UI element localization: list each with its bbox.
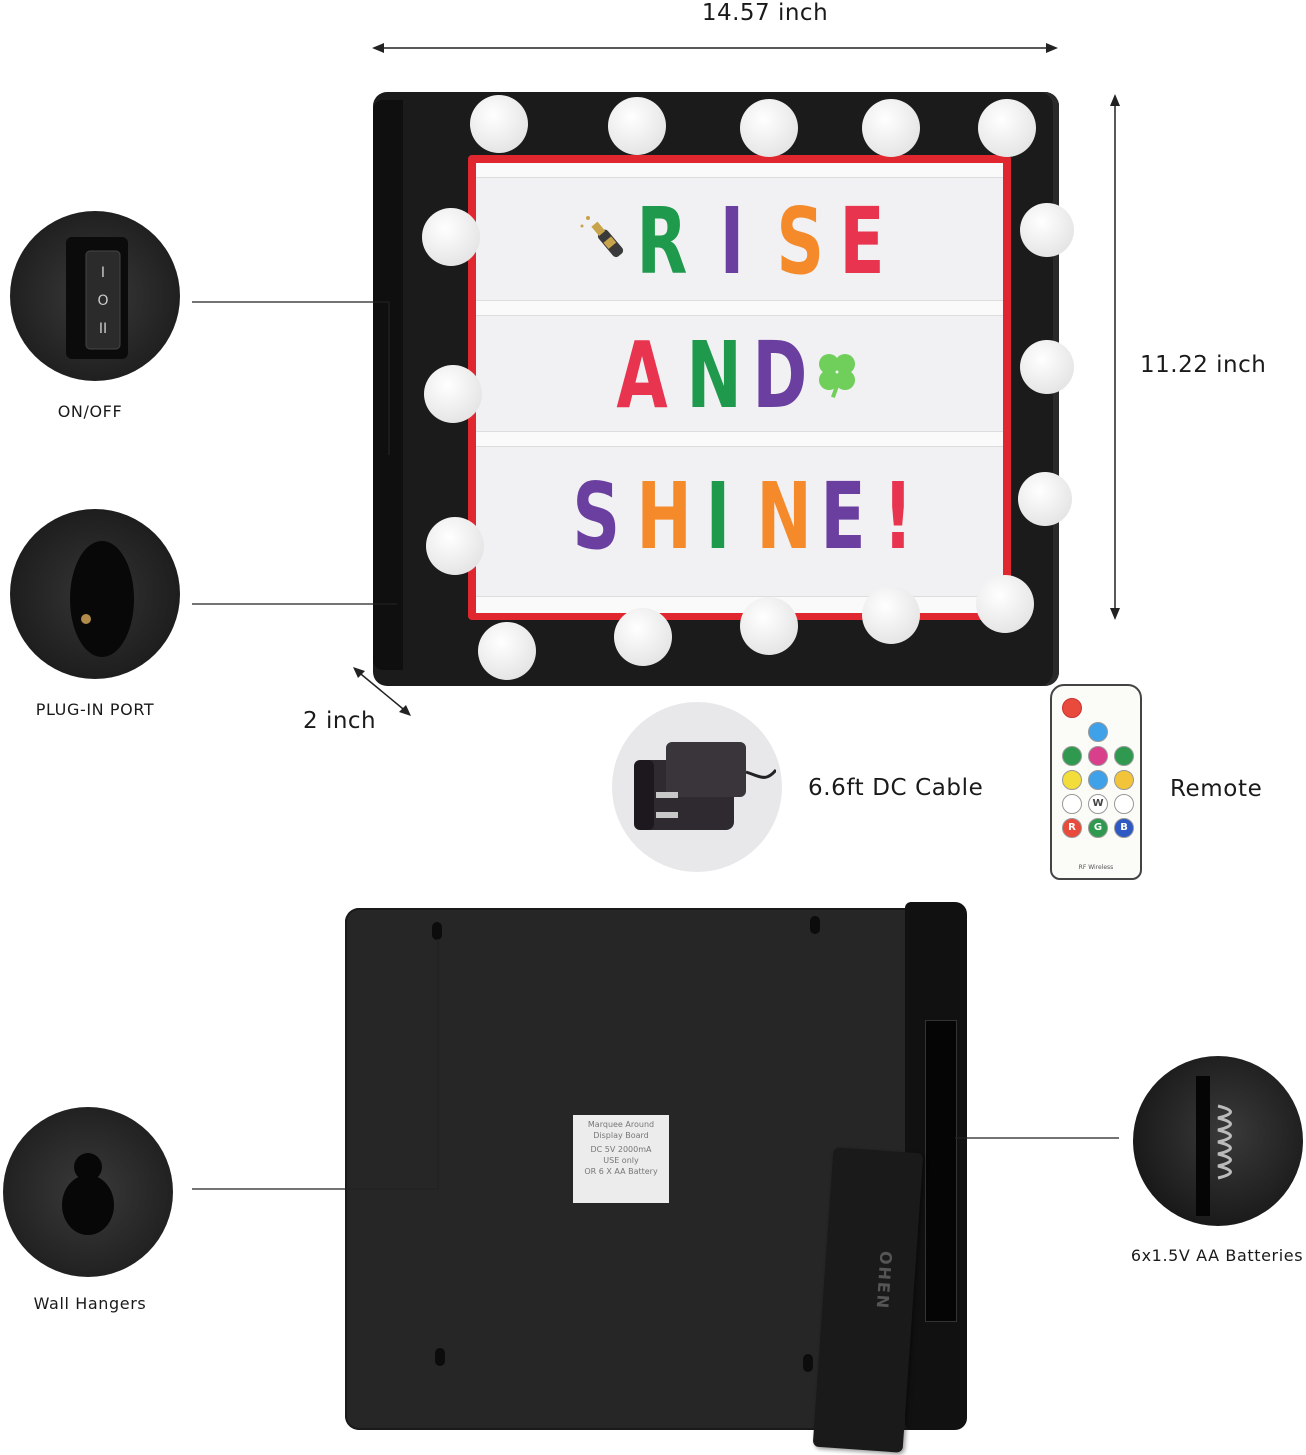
remote-button: B bbox=[1114, 818, 1134, 838]
lightbox-side-edge bbox=[373, 100, 403, 670]
bulb bbox=[862, 586, 920, 644]
switch-leader-line bbox=[192, 301, 390, 455]
adapter-circle bbox=[612, 702, 782, 872]
battery-closeup bbox=[1133, 1056, 1303, 1226]
switch-mark: I bbox=[101, 265, 105, 281]
letter-rail bbox=[476, 431, 1003, 447]
switch-mark: O bbox=[97, 293, 108, 309]
letter-tile: S bbox=[776, 188, 825, 295]
spec-label: Marquee Around Display Board DC 5V 2000m… bbox=[573, 1115, 669, 1203]
letter-tile: ! bbox=[882, 463, 914, 570]
letter-tile: E bbox=[820, 463, 866, 570]
switch-icon: I O II bbox=[66, 237, 128, 359]
dc-port-icon bbox=[70, 541, 134, 657]
letter-rail bbox=[476, 163, 1003, 178]
remote-label: Remote bbox=[1170, 776, 1263, 802]
remote-button bbox=[1088, 746, 1108, 766]
letter-tile: E bbox=[839, 188, 885, 295]
bulb bbox=[740, 597, 798, 655]
letter-panel: R I S E A N D S H I N E ! bbox=[476, 163, 1003, 613]
spec-line: Display Board bbox=[593, 1131, 649, 1140]
height-label: 11.22 inch bbox=[1140, 352, 1267, 378]
remote-button bbox=[1062, 746, 1082, 766]
bulb bbox=[470, 95, 528, 153]
bulb bbox=[740, 99, 798, 157]
remote-lock-button bbox=[1062, 794, 1082, 814]
lightbox-front: R I S E A N D S H I N E ! bbox=[373, 92, 1059, 686]
battery-compartment bbox=[925, 1020, 957, 1322]
keyhole-hanger bbox=[803, 1354, 813, 1372]
power-adapter-icon bbox=[634, 742, 776, 830]
remote-control-icon: W R G B RF Wireless bbox=[1050, 684, 1142, 880]
bulb bbox=[478, 622, 536, 680]
port-label: PLUG-IN PORT bbox=[35, 700, 155, 719]
letter-tile: H bbox=[636, 463, 692, 570]
remote-button bbox=[1062, 770, 1082, 790]
bulb bbox=[422, 208, 480, 266]
letter-tile: I bbox=[705, 463, 731, 570]
batteries-label: 6x1.5V AA Batteries bbox=[1130, 1246, 1304, 1265]
keyhole-hanger bbox=[432, 922, 442, 940]
letter-tile: I bbox=[719, 188, 745, 295]
keyhole-hanger bbox=[810, 916, 820, 934]
switch-mark: II bbox=[99, 321, 107, 337]
letter-rail bbox=[476, 596, 1003, 613]
port-closeup bbox=[10, 509, 180, 679]
bulb bbox=[608, 97, 666, 155]
red-border-panel: R I S E A N D S H I N E ! bbox=[468, 155, 1011, 620]
switch-label: ON/OFF bbox=[57, 402, 123, 421]
champagne-icon bbox=[580, 216, 624, 258]
hangers-label: Wall Hangers bbox=[33, 1294, 147, 1313]
spec-line: USE only bbox=[603, 1156, 639, 1165]
depth-label: 2 inch bbox=[303, 708, 377, 734]
width-label: 14.57 inch bbox=[701, 0, 829, 26]
keyhole-hanger bbox=[435, 1348, 445, 1366]
bulb bbox=[976, 575, 1034, 633]
letter-tile: R bbox=[636, 188, 688, 295]
keyhole-icon bbox=[62, 1153, 114, 1235]
remote-button: R bbox=[1062, 818, 1082, 838]
remote-button bbox=[1088, 770, 1108, 790]
battery-cover-brand: OHEN bbox=[872, 1250, 896, 1311]
battery-spring-icon bbox=[1196, 1076, 1232, 1216]
letter-tile: A bbox=[616, 322, 668, 429]
cable-label: 6.6ft DC Cable bbox=[808, 775, 984, 801]
clover-icon bbox=[819, 354, 855, 398]
remote-settings-button bbox=[1114, 794, 1134, 814]
bulb bbox=[614, 608, 672, 666]
width-arrow bbox=[372, 43, 1058, 53]
spec-line: Marquee Around bbox=[587, 1120, 655, 1129]
bulb bbox=[862, 99, 920, 157]
bulb bbox=[1020, 203, 1074, 257]
bulb bbox=[1018, 472, 1072, 526]
letter-tile: N bbox=[756, 463, 812, 570]
letter-rail bbox=[476, 300, 1003, 316]
letter-tile: S bbox=[572, 463, 621, 570]
remote-button: W bbox=[1088, 794, 1108, 814]
depth-arrow bbox=[353, 667, 411, 716]
battery-leader-line bbox=[955, 1137, 1119, 1139]
bulb bbox=[978, 99, 1036, 157]
letter-tile: N bbox=[686, 322, 742, 429]
remote-button bbox=[1088, 722, 1108, 742]
port-leader-line bbox=[192, 603, 397, 605]
remote-button bbox=[1114, 770, 1134, 790]
spec-line: DC 5V 2000mA bbox=[590, 1145, 652, 1154]
bulb bbox=[1020, 340, 1074, 394]
letter-tile: D bbox=[752, 322, 808, 429]
height-arrow bbox=[1110, 94, 1120, 620]
spec-line: OR 6 X AA Battery bbox=[584, 1167, 658, 1176]
remote-brand: RF Wireless bbox=[1078, 864, 1114, 871]
remote-button: G bbox=[1088, 818, 1108, 838]
remote-button bbox=[1114, 746, 1134, 766]
bulb bbox=[424, 365, 482, 423]
hanger-leader-line bbox=[192, 939, 439, 1190]
bulb bbox=[426, 517, 484, 575]
switch-closeup: I O II bbox=[10, 211, 180, 381]
hanger-closeup bbox=[3, 1107, 173, 1277]
remote-power-button bbox=[1062, 698, 1082, 718]
